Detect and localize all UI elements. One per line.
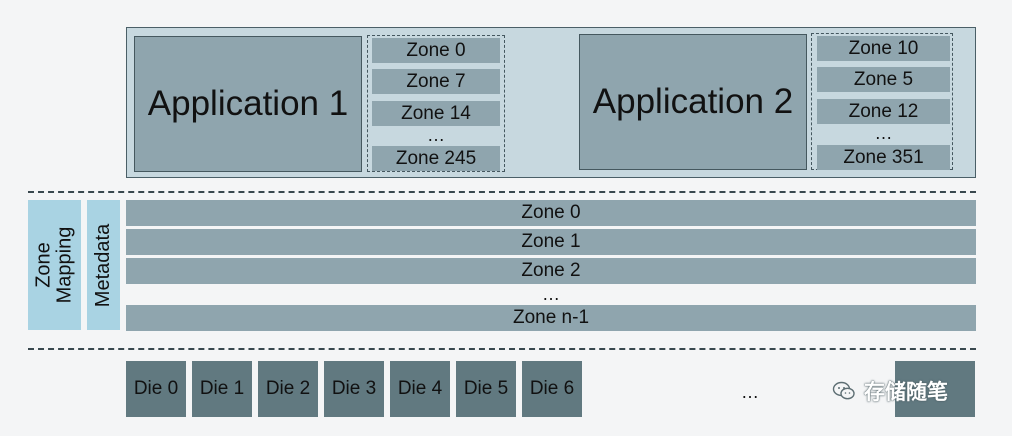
die-block-last bbox=[895, 361, 975, 417]
app2-zone-item: Zone 10 bbox=[817, 36, 950, 61]
device-zone-ellipsis: … bbox=[542, 283, 560, 304]
device-zone-row-last: Zone n-1 bbox=[126, 305, 976, 331]
watermark: 存储随笔 bbox=[832, 376, 992, 406]
die-block: Die 6 bbox=[522, 361, 582, 417]
app1-zone-item: Zone 14 bbox=[372, 101, 500, 126]
layer-separator-top bbox=[28, 191, 976, 193]
app2-zone-item-last: Zone 351 bbox=[817, 145, 950, 170]
device-zone-row: Zone 2 bbox=[126, 258, 976, 284]
application-1-label: Application 1 bbox=[147, 84, 349, 123]
app1-zone-item-last: Zone 245 bbox=[372, 146, 500, 171]
die-block: Die 4 bbox=[390, 361, 450, 417]
application-1-zone-group bbox=[367, 35, 505, 172]
device-zone-row: Zone 0 bbox=[126, 200, 976, 226]
app2-zone-ellipsis: … bbox=[874, 123, 893, 143]
app2-zone-item: Zone 5 bbox=[817, 67, 950, 92]
application-2-block: Application 2 bbox=[579, 34, 807, 170]
device-zone-row: Zone 1 bbox=[126, 229, 976, 255]
zone-mapping-label-text: Mapping bbox=[53, 226, 76, 304]
app2-zone-item: Zone 12 bbox=[817, 99, 950, 124]
die-ellipsis: … bbox=[741, 381, 759, 402]
wechat-icon bbox=[832, 381, 855, 400]
die-block: Die 1 bbox=[192, 361, 252, 417]
application-2-label: Application 2 bbox=[592, 82, 794, 121]
die-block: Die 3 bbox=[324, 361, 384, 417]
die-block: Die 2 bbox=[258, 361, 318, 417]
layer-separator-bottom bbox=[28, 348, 976, 350]
metadata-label: Metadata bbox=[92, 223, 115, 307]
metadata-box: Metadata bbox=[87, 200, 120, 330]
zone-mapping-label-text: Zone bbox=[32, 242, 55, 288]
app1-zone-ellipsis: … bbox=[427, 125, 445, 145]
die-block: Die 0 bbox=[126, 361, 186, 417]
app1-zone-item: Zone 7 bbox=[372, 69, 500, 94]
app1-zone-item: Zone 0 bbox=[372, 38, 500, 63]
watermark-text: 存储随笔 bbox=[864, 381, 948, 404]
die-block: Die 5 bbox=[456, 361, 516, 417]
application-1-block: Application 1 bbox=[134, 36, 362, 172]
